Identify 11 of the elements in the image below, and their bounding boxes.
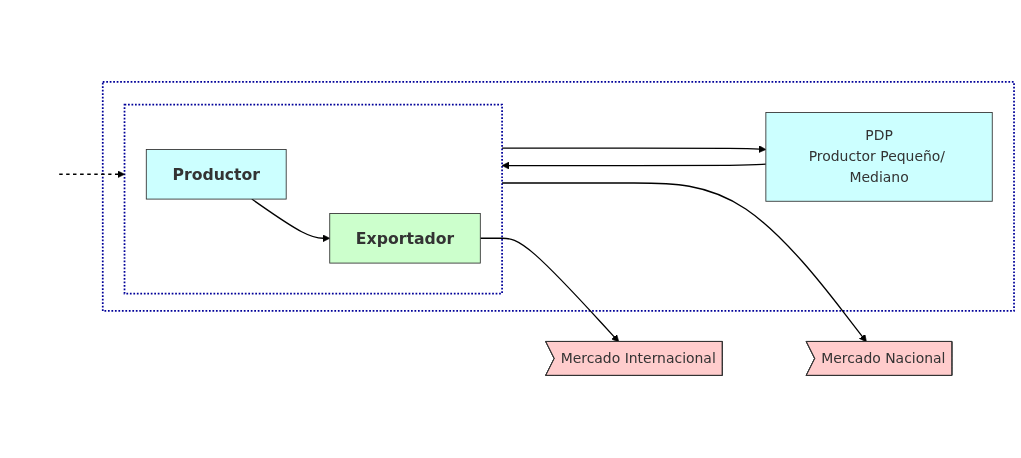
- cluster: [101, 81, 1015, 313]
- arrow: [501, 182, 867, 343]
- node-box: Productor: [145, 149, 287, 200]
- arrow: [251, 198, 331, 243]
- node-box: Exportador: [329, 213, 481, 264]
- cluster: [123, 104, 503, 295]
- arrow: [501, 145, 767, 154]
- arrow: [501, 162, 767, 170]
- arrow: [58, 170, 125, 179]
- arrow: [479, 237, 620, 343]
- node-box: PDP Productor Pequeño/ Mediano: [765, 112, 993, 202]
